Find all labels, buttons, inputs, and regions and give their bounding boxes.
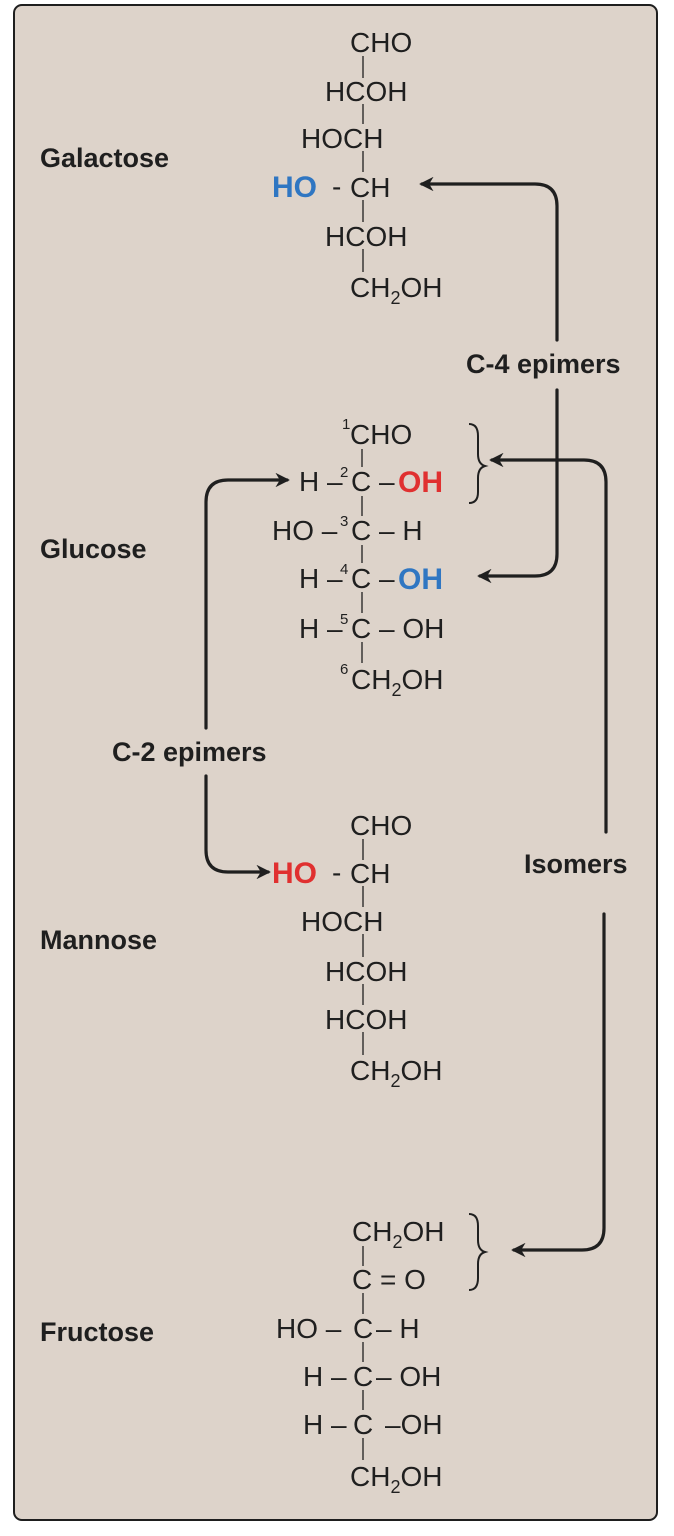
fructose-c3-carbon: C [353,1313,373,1344]
galactose-c2: HCOH [325,76,407,107]
glucose-c2-dash: – [379,466,395,497]
fructose-c6-ch: CH [350,1461,390,1492]
glucose-c3-left: HO – [272,515,338,546]
mannose-c3: HOCH [301,906,383,937]
mannose-c5: HCOH [325,1004,407,1035]
glucose-c3-carbon: C [351,515,371,546]
glucose-oh: OH [401,664,443,695]
mannose-c1: CHO [350,810,412,841]
galactose-label: Galactose [40,143,169,173]
glucose-c4-left: H – [299,563,343,594]
c2-epimers-label: C-2 epimers [112,737,267,767]
glucose-num-5: 5 [340,611,348,628]
fructose-c1-oh: OH [402,1216,444,1247]
fructose-label: Fructose [40,1317,154,1347]
fructose-c3-right: – H [376,1313,420,1344]
glucose-c2-carbon: C [351,466,371,497]
galactose-c4-dash: - [332,171,341,202]
mannose-c2: CH [350,858,390,889]
mannose-ho-highlight: HO [272,857,317,890]
fructose-c6: CH2OH [350,1461,442,1497]
galactose-c6: CH2OH [350,272,442,308]
fructose-c3-left: HO – [276,1313,342,1344]
galactose-sub2: 2 [390,288,400,308]
fructose-c6-sub2: 2 [390,1477,400,1497]
mannose-ch: CH [350,1055,390,1086]
mannose-structure: CHO HO - CH HOCH HCOH HCOH CH2OH [272,810,442,1091]
galactose-ch: CH [350,272,390,303]
mannose-c4: HCOH [325,956,407,987]
glucose-c1: CHO [350,419,412,450]
fructose-c6-oh: OH [400,1461,442,1492]
glucose-sub2: 2 [391,680,401,700]
fructose-c5-carbon: C [353,1409,373,1440]
glucose-c5-carbon: C [351,613,371,644]
mannose-sub2: 2 [390,1071,400,1091]
glucose-num-1: 1 [342,416,350,433]
isomers-arrow-up [489,452,608,834]
glucose-label: Glucose [40,534,147,564]
glucose-c6: CH2OH [351,664,443,700]
galactose-c1: CHO [350,27,412,58]
galactose-oh: OH [400,272,442,303]
fructose-c2: C = O [352,1264,426,1295]
c4-epimer-arrow-down [477,388,559,584]
fructose-c1: CH2OH [352,1216,444,1252]
glucose-brace [468,423,489,504]
c2-epimer-arrow-down [204,774,271,880]
c4-epimer-arrow-up [419,176,559,342]
galactose-structure: CHO HCOH HOCH HO - CH HCOH CH2OH [272,27,442,308]
mannose-c6: CH2OH [350,1055,442,1091]
c4-epimers-label: C-4 epimers [466,349,621,379]
fructose-structure: CH2OH C = O HO – C – H H – C – OH H – C … [276,1213,489,1497]
glucose-c3-right: – H [379,515,423,546]
glucose-c2-oh-highlight: OH [398,466,443,499]
glucose-c4-dash: – [379,563,395,594]
glucose-c5-right: – OH [379,613,444,644]
galactose-c3: HOCH [301,123,383,154]
mannose-oh: OH [400,1055,442,1086]
glucose-c4-carbon: C [351,563,371,594]
fructose-brace [468,1213,489,1291]
glucose-num-2: 2 [340,464,348,481]
diagram-panel [13,4,658,1521]
fructose-c5-left: H – [303,1409,347,1440]
isomers-label: Isomers [524,849,628,879]
glucose-c5-left: H – [299,613,343,644]
fructose-c1-ch: CH [352,1216,392,1247]
fructose-c5-right: –OH [385,1409,443,1440]
fructose-c4-right: – OH [376,1361,441,1392]
glucose-num-4: 4 [340,561,348,578]
fructose-c4-left: H – [303,1361,347,1392]
glucose-num-6: 6 [340,661,348,678]
galactose-ho-highlight: HO [272,171,317,204]
galactose-c5: HCOH [325,221,407,252]
galactose-c4: CH [350,172,390,203]
c2-epimer-arrow-up [204,472,290,730]
fructose-c1-sub2: 2 [392,1232,402,1252]
glucose-structure: 1 CHO H – 2 C – OH HO – 3 C – H H – 4 C … [272,416,489,700]
glucose-ch: CH [351,664,391,695]
fructose-c4-carbon: C [353,1361,373,1392]
glucose-num-3: 3 [340,513,348,530]
mannose-label: Mannose [40,925,157,955]
mannose-c2-dash: - [332,857,341,888]
glucose-c4-oh-highlight: OH [398,563,443,596]
glucose-c2-left: H – [299,466,343,497]
isomers-arrow-down [511,912,606,1258]
